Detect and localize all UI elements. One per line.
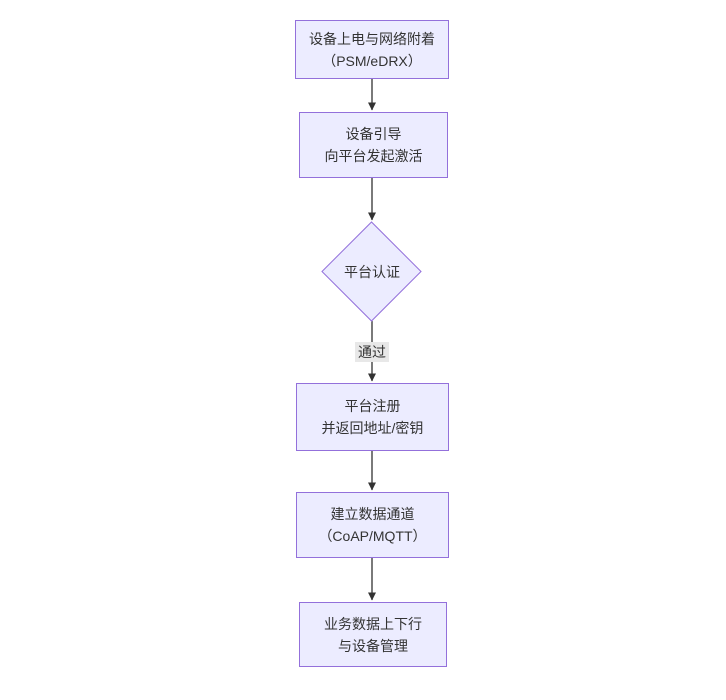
edge-label-pass: 通过 xyxy=(355,342,389,362)
node-text-line: 建立数据通道 xyxy=(330,506,415,522)
edge-label-text: 通过 xyxy=(358,344,386,360)
node-text-line: 设备上电与网络附着 xyxy=(309,30,435,47)
flow-node-platform-auth-label: 平台认证 xyxy=(312,258,432,286)
flow-node-business-data-mgmt: 业务数据上下行 与设备管理 xyxy=(299,602,447,667)
node-text-line: （PSM/eDRX） xyxy=(322,52,422,69)
flow-node-power-on-attach: 设备上电与网络附着 （PSM/eDRX） xyxy=(295,20,449,79)
node-text-line: 平台认证 xyxy=(344,264,400,280)
flow-node-platform-register: 平台注册 并返回地址/密钥 xyxy=(296,383,449,451)
node-text-line: 向平台发起激活 xyxy=(324,148,423,164)
flow-node-data-channel: 建立数据通道 （CoAP/MQTT） xyxy=(296,492,449,558)
node-text-line: 设备引导 xyxy=(345,126,402,142)
node-text-line: 并返回地址/密钥 xyxy=(321,420,424,436)
node-text-line: 业务数据上下行 xyxy=(324,615,422,632)
node-text-line: 与设备管理 xyxy=(338,637,408,654)
node-text-line: （CoAP/MQTT） xyxy=(318,528,427,544)
flow-node-bootstrap-activate: 设备引导 向平台发起激活 xyxy=(299,112,448,178)
node-text-line: 平台注册 xyxy=(344,398,401,414)
